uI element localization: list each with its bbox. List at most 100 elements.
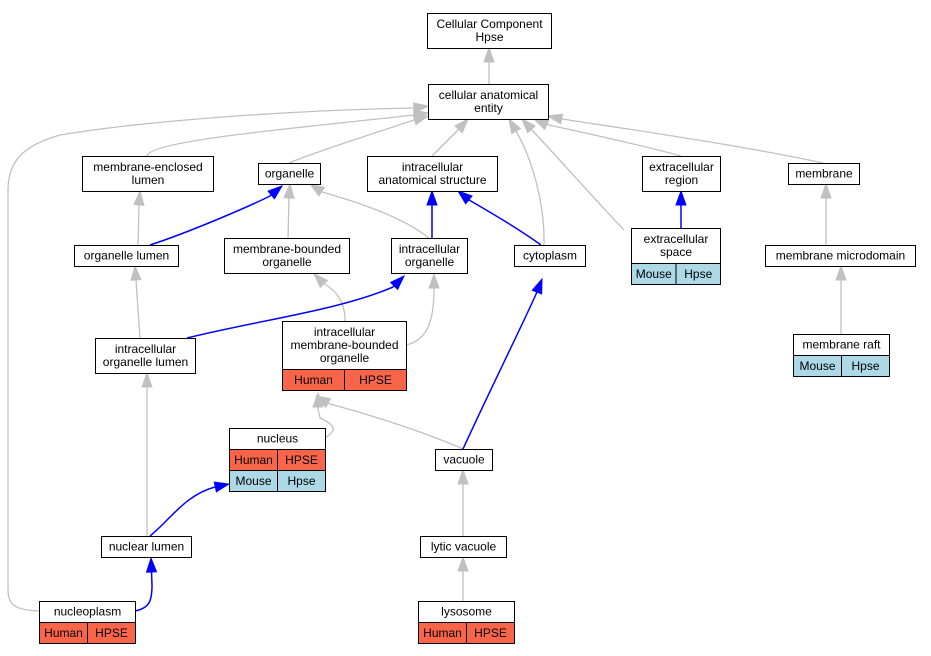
is-a-edge [7, 102, 430, 612]
node-label: membrane-bounded [290, 338, 398, 352]
node-label: Cellular Component [436, 17, 543, 31]
node-box [788, 163, 860, 185]
is-a-edge [146, 109, 430, 157]
is-a-edge [835, 264, 847, 334]
arrowhead [428, 272, 440, 289]
node-label: organelle lumen [103, 355, 188, 369]
node-box [101, 536, 192, 558]
arrowhead [314, 395, 332, 409]
is-a-edge [288, 114, 430, 164]
arrowhead [426, 189, 438, 206]
node-label: membrane-bounded [233, 242, 341, 256]
node-box [642, 156, 721, 192]
node-box [420, 536, 507, 558]
arrowhead [389, 274, 406, 291]
arrowhead [532, 118, 550, 131]
is-a-edge [457, 555, 469, 601]
node-label: organelle [320, 351, 370, 365]
arrowhead [546, 113, 564, 125]
go-term-node-nlumen[interactable]: nuclear lumen [101, 536, 192, 558]
go-term-node-imbo[interactable]: intracellularmembrane-boundedorganelleHu… [282, 321, 407, 391]
node-box [765, 245, 916, 267]
node-label: extracellular [644, 232, 709, 246]
annotation-row-mouse: Mouse Hpse [631, 263, 721, 285]
arrowhead [521, 117, 536, 134]
species-label: Mouse [235, 474, 271, 488]
arrowhead [213, 481, 231, 493]
node-label: lytic vacuole [431, 540, 497, 554]
arrowhead [454, 117, 469, 134]
part-of-edge [456, 190, 542, 246]
part-of-edge [149, 185, 284, 246]
is-a-edge [283, 182, 295, 239]
is-a-edge [141, 371, 153, 536]
gene-label: HPSE [359, 373, 392, 387]
arrowhead [133, 189, 145, 206]
is-a-edge [130, 264, 142, 339]
is-a-edge [431, 117, 469, 157]
node-box [428, 84, 549, 120]
node-label: nuclear lumen [109, 540, 184, 554]
go-term-node-organelle[interactable]: organelle [258, 163, 321, 185]
gene-label: HPSE [285, 453, 318, 467]
arrowhead [412, 102, 430, 114]
species-label: Mouse [799, 359, 835, 373]
node-label: space [660, 245, 692, 259]
part-of-edge [134, 556, 158, 612]
arrowhead [508, 117, 522, 135]
arrowhead [130, 264, 142, 281]
arrowhead [675, 189, 687, 206]
arrowhead [267, 185, 284, 200]
species-label: Mouse [636, 267, 672, 281]
arrowhead [145, 556, 158, 573]
go-term-node-lytic[interactable]: lytic vacuole [420, 536, 507, 558]
node-label: nucleus [257, 432, 298, 446]
node-label: membrane microdomain [776, 249, 905, 263]
go-term-node-cytoplasm[interactable]: cytoplasm [514, 245, 586, 267]
node-box [224, 238, 350, 274]
arrowhead [531, 277, 543, 295]
is-a-edge [314, 395, 464, 450]
node-label: intracellular [314, 325, 375, 339]
go-term-node-ol[interactable]: organelle lumen [74, 245, 179, 267]
is-a-edge [521, 117, 625, 231]
is-a-edge [508, 117, 545, 246]
is-a-edge [532, 118, 682, 157]
node-box [82, 156, 214, 192]
node-label: intracellular [399, 242, 460, 256]
node-label: anatomical structure [378, 173, 486, 187]
gene-label: Hpse [287, 474, 315, 488]
species-label: Human [294, 373, 333, 387]
go-term-node-vacuole[interactable]: vacuole [435, 449, 493, 471]
node-box [258, 163, 321, 185]
arrowhead [835, 264, 847, 281]
species-label: Human [44, 626, 83, 640]
node-label: intracellular [402, 160, 463, 174]
is-a-edge [457, 468, 469, 536]
gene-label: Hpse [684, 267, 712, 281]
node-label: membrane [795, 167, 853, 181]
node-label: organelle [405, 255, 455, 269]
node-label: nucleoplasm [54, 605, 121, 619]
go-term-node-membrane[interactable]: membrane [788, 163, 860, 185]
node-box [427, 13, 552, 49]
node-label: region [665, 173, 698, 187]
go-term-node-mmd[interactable]: membrane microdomain [765, 245, 916, 267]
